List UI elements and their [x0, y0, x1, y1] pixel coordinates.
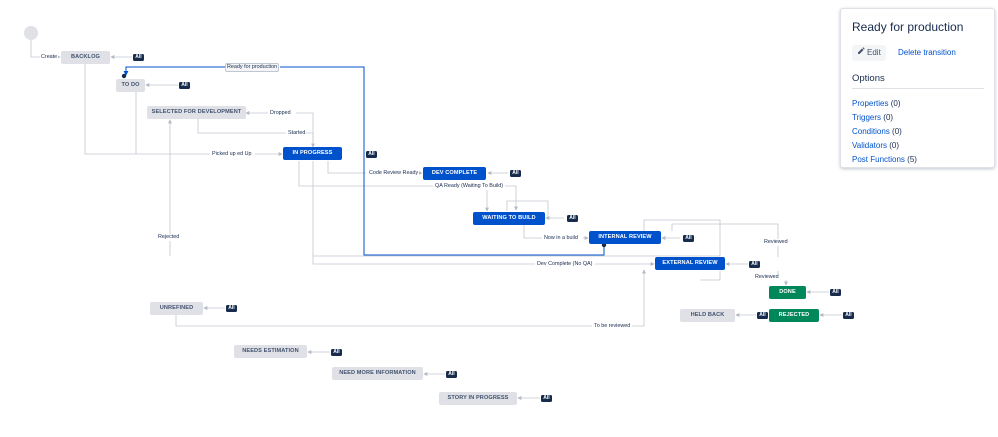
validators-link[interactable]: Validators	[852, 141, 887, 150]
all-badge-rejected[interactable]: All	[843, 312, 854, 319]
delete-transition-link[interactable]: Delete transition	[898, 48, 956, 57]
all-badge-internal-review[interactable]: All	[683, 235, 694, 242]
edit-label: Edit	[867, 48, 881, 58]
status-rejected[interactable]: REJECTED	[769, 309, 819, 322]
transition-dev-complete-no-qa[interactable]: Dev Complete (No QA)	[536, 261, 594, 268]
transition-ready-for-production[interactable]: Ready for production	[225, 63, 280, 72]
conditions-count: (0)	[892, 127, 902, 136]
all-badge-held-back[interactable]: All	[757, 312, 768, 319]
status-selected-for-development[interactable]: SELECTED FOR DEVELOPMENT	[147, 106, 246, 119]
option-post-functions: Post Functions (5)	[852, 155, 917, 164]
status-dev-complete[interactable]: DEV COMPLETE	[423, 167, 486, 180]
all-badge-need-more-information[interactable]: All	[446, 371, 457, 378]
status-internal-review[interactable]: INTERNAL REVIEW	[589, 231, 661, 244]
transition-started[interactable]: Started	[287, 130, 307, 137]
status-waiting-to-build[interactable]: WAITING TO BUILD	[473, 212, 545, 225]
all-badge-todo[interactable]: All	[179, 82, 190, 89]
all-badge-external-review[interactable]: All	[749, 261, 760, 268]
all-badge-dev-complete[interactable]: All	[510, 170, 521, 177]
pencil-icon	[857, 45, 865, 61]
transition-picked-up[interactable]: Picked up ed Up	[211, 151, 253, 158]
status-in-progress[interactable]: IN PROGRESS	[283, 147, 342, 160]
status-story-in-progress[interactable]: STORY IN PROGRESS	[439, 392, 517, 405]
status-unrefined[interactable]: UNREFINED	[150, 302, 203, 315]
status-needs-estimation[interactable]: NEEDS ESTIMATION	[234, 345, 307, 358]
selected-transition-line[interactable]	[123, 66, 605, 256]
conditions-link[interactable]: Conditions	[852, 127, 890, 136]
transition-now-in-build[interactable]: Now in a build	[543, 235, 579, 242]
status-external-review[interactable]: EXTERNAL REVIEW	[655, 257, 725, 270]
option-triggers: Triggers (0)	[852, 113, 893, 122]
panel-title: Ready for production	[852, 20, 964, 34]
transition-qa-ready[interactable]: QA Ready (Waiting To Build)	[434, 183, 505, 190]
properties-link[interactable]: Properties	[852, 99, 889, 108]
triggers-count: (0)	[883, 113, 894, 122]
transition-create[interactable]: Create	[40, 54, 59, 61]
transition-reviewed-2[interactable]: Reviewed	[754, 274, 780, 281]
all-badge-needs-estimation[interactable]: All	[331, 349, 342, 356]
properties-count: (0)	[890, 99, 901, 108]
option-conditions: Conditions (0)	[852, 127, 902, 136]
transition-reviewed-1[interactable]: Reviewed	[763, 239, 789, 246]
status-backlog[interactable]: BACKLOG	[61, 51, 110, 64]
edit-button[interactable]: Edit	[852, 45, 886, 61]
option-properties: Properties (0)	[852, 99, 900, 108]
transition-code-review-ready[interactable]: Code Review Ready	[368, 170, 420, 177]
option-validators: Validators (0)	[852, 141, 899, 150]
transition-rejected[interactable]: Rejected	[157, 234, 181, 241]
options-heading: Options	[852, 73, 885, 84]
status-done[interactable]: DONE	[769, 286, 806, 299]
status-held-back[interactable]: HELD BACK	[680, 309, 735, 322]
all-badge-done[interactable]: All	[830, 289, 841, 296]
transition-dropped[interactable]: Dropped	[269, 110, 292, 117]
status-todo[interactable]: TO DO	[116, 79, 145, 92]
all-badge-unrefined[interactable]: All	[226, 305, 237, 312]
options-divider	[852, 88, 984, 89]
all-badge-backlog[interactable]: All	[133, 54, 144, 61]
all-badge-story-in-progress[interactable]: All	[541, 395, 552, 402]
validators-count: (0)	[889, 141, 899, 150]
post-functions-count: (5)	[907, 155, 917, 164]
transition-to-be-reviewed[interactable]: To be reviewed	[593, 323, 632, 330]
all-badge-waiting-to-build[interactable]: All	[567, 215, 578, 222]
post-functions-link[interactable]: Post Functions	[852, 155, 905, 164]
triggers-link[interactable]: Triggers	[852, 113, 882, 122]
transition-details-panel: Ready for production Edit Delete transit…	[840, 8, 995, 168]
status-need-more-information[interactable]: NEED MORE INFORMATION	[332, 367, 423, 380]
all-badge-in-progress[interactable]: All	[366, 151, 377, 158]
start-node	[24, 26, 38, 40]
